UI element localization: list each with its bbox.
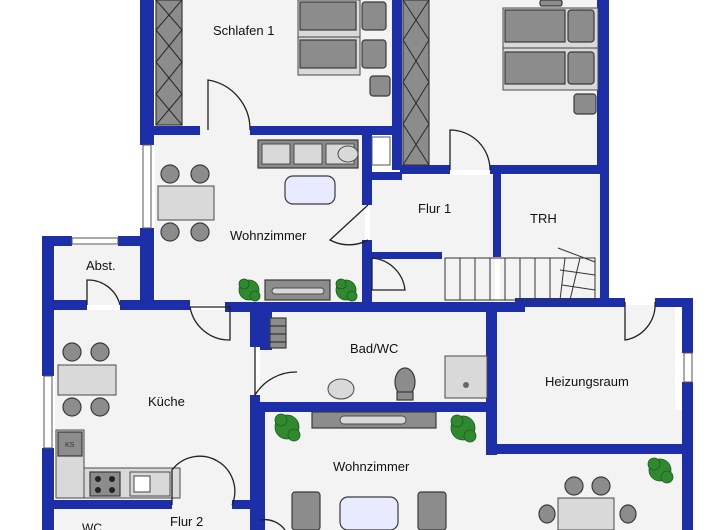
- room-label-flur-1: Flur 1: [418, 201, 451, 216]
- wardrobes: [155, 0, 430, 166]
- door-swing: [328, 204, 369, 246]
- door-swing: [259, 518, 286, 530]
- plant: [450, 414, 477, 443]
- window: [142, 144, 152, 229]
- walls: [42, 0, 693, 530]
- window: [683, 352, 693, 383]
- door-swing: [171, 455, 236, 506]
- door-swing: [86, 279, 121, 306]
- room-label-abst: Abst.: [86, 258, 116, 273]
- coffee-table: [339, 496, 399, 530]
- room-label-flur-2: Flur 2: [170, 514, 203, 529]
- kitchen-furniture: [55, 342, 181, 499]
- dining-table: [57, 342, 117, 417]
- door-swing: [371, 257, 406, 291]
- shower-tray: [444, 355, 488, 399]
- lower-living-furniture: [274, 411, 674, 530]
- tv-sideboard: [311, 411, 437, 429]
- window: [371, 136, 391, 166]
- room-label-trh: TRH: [530, 211, 557, 226]
- wardrobe: [155, 0, 183, 126]
- room-label-heizungsraum: Heizungsraum: [545, 374, 629, 389]
- door-swing: [624, 301, 656, 341]
- windows: [43, 136, 693, 449]
- upper-living-furniture: [157, 139, 359, 302]
- tv-sideboard: [264, 279, 331, 301]
- wardrobe: [402, 0, 430, 166]
- nightstand: [369, 75, 391, 97]
- armchair: [417, 491, 447, 530]
- plant: [238, 278, 261, 302]
- coffee-table: [284, 175, 336, 205]
- armchair: [291, 491, 321, 530]
- plant: [335, 278, 358, 302]
- door-swing: [207, 79, 251, 131]
- doors: [86, 79, 656, 530]
- room-label-kueche: Küche: [148, 394, 185, 409]
- room-label-wc: WC: [82, 521, 102, 530]
- door-swing: [254, 347, 298, 398]
- bathroom-fixtures: [269, 317, 488, 401]
- door-swing: [449, 129, 491, 171]
- kitchen-counter: [55, 429, 181, 499]
- window: [71, 237, 119, 245]
- dining-table: [538, 476, 637, 530]
- room-label-wohnzimmer-upper: Wohnzimmer: [230, 228, 307, 243]
- stove: [89, 471, 121, 497]
- fridge: [57, 431, 83, 457]
- plant: [274, 413, 301, 442]
- staircase: [444, 247, 596, 301]
- washbasin: [327, 378, 355, 400]
- sofa: [257, 139, 359, 169]
- double-bed: [297, 0, 391, 97]
- double-bed: [502, 0, 599, 115]
- plant: [647, 457, 674, 484]
- door-swing: [189, 306, 231, 341]
- room-label-wohnzimmer-lower: Wohnzimmer: [333, 459, 410, 474]
- fixture-label-ks: KS: [65, 442, 75, 449]
- nightstand: [573, 93, 597, 115]
- room-label-schlafen-1: Schlafen 1: [213, 23, 274, 38]
- window: [43, 375, 53, 449]
- beds: [297, 0, 599, 115]
- room-labels: Schlafen 1 Flur 1 TRH Wohnzimmer Abst. B…: [65, 23, 629, 530]
- dining-table: [157, 164, 215, 242]
- room-label-bad-wc: Bad/WC: [350, 341, 398, 356]
